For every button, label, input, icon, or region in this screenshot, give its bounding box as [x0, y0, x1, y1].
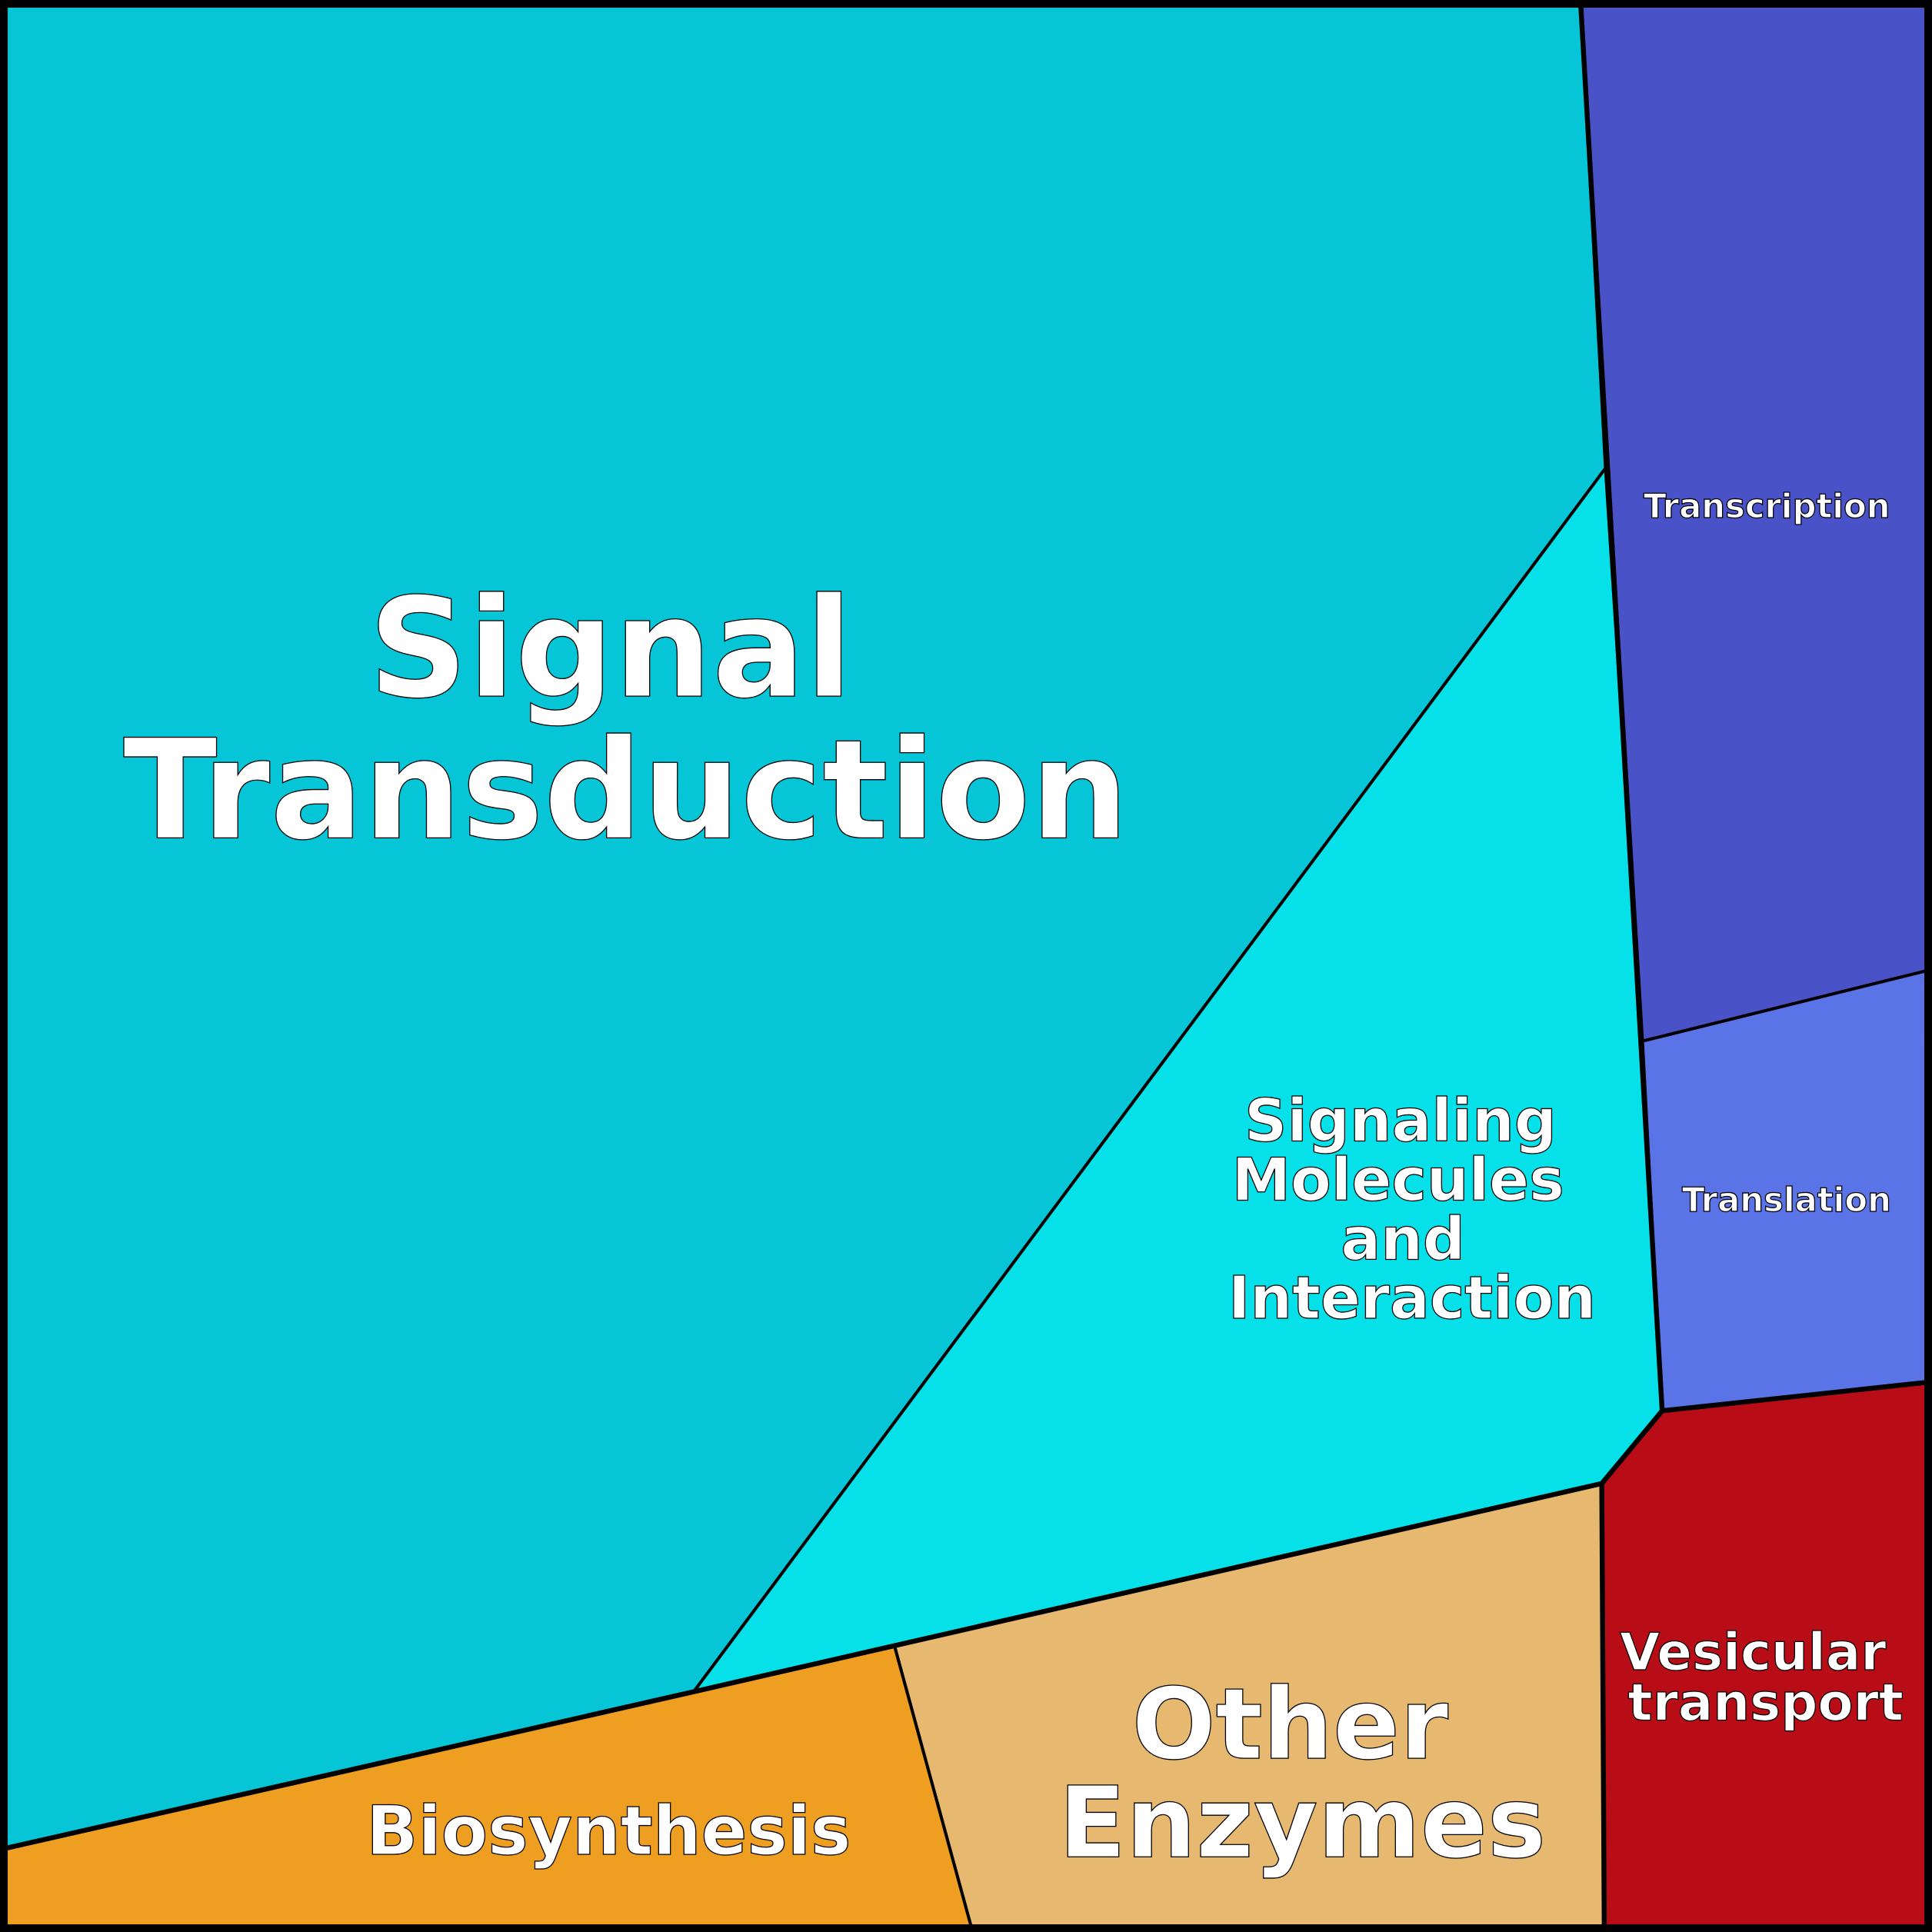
label-signal-transduction: Signal Transduction — [123, 568, 1128, 871]
label-signaling-molecules: Signaling Molecules and Interaction — [1228, 1087, 1596, 1333]
label-vesicular-transport: Vesicular transport — [1620, 1622, 1904, 1733]
label-translation: Translation — [1682, 1181, 1891, 1220]
group-boundary — [1578, 5, 1665, 1411]
label-other-enzymes: Other Enzymes — [1059, 1667, 1547, 1880]
group-boundary — [1599, 1483, 1607, 1927]
label-transcription: Transcription — [1644, 488, 1890, 526]
label-biosynthesis: Biosynthesis — [366, 1791, 851, 1870]
